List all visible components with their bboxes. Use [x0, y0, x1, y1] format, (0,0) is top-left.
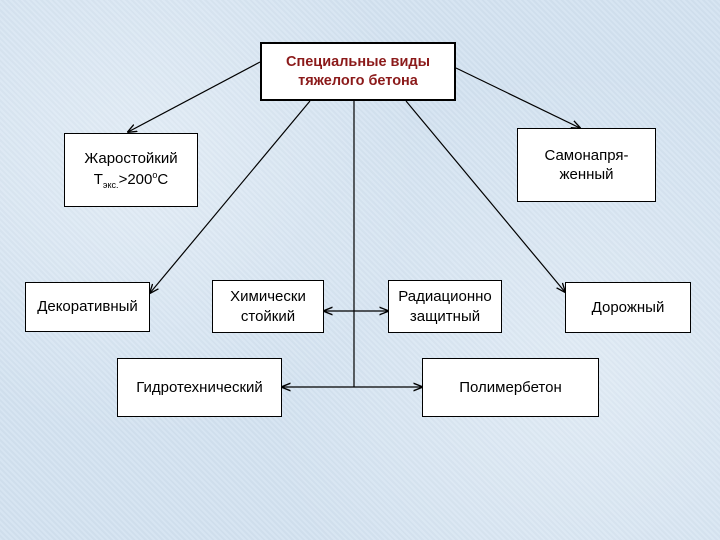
chemical-line-1: Химически [230, 288, 306, 305]
arrow-to-heat-resistant [128, 61, 261, 132]
decorative-label: Декоративный [37, 298, 138, 316]
node-self-stressing: Самонапря- женный [517, 128, 656, 202]
heat-resistant-label: Жаростойкий [84, 149, 178, 167]
root-line-1: Специальные виды [286, 53, 430, 70]
arrow-to-decorative [150, 100, 311, 293]
self-stressing-line-2: женный [559, 166, 614, 183]
polymer-label: Полимербетон [459, 378, 562, 396]
self-stressing-line-1: Самонапря- [544, 146, 629, 164]
root-line-2: тяжелого бетона [298, 72, 418, 89]
node-radiation: Радиационно защитный [388, 280, 502, 333]
node-heat-resistant: Жаростойкий Тэкс.>200оС [64, 133, 198, 207]
root-node: Специальные виды тяжелого бетона [260, 42, 456, 101]
node-hydro: Гидротехнический [117, 358, 282, 417]
arrow-to-road [405, 100, 565, 292]
arrow-to-self-stressing [455, 67, 580, 128]
chemical-line-2: стойкий [240, 307, 296, 325]
node-road: Дорожный [565, 282, 691, 333]
hydro-label: Гидротехнический [136, 378, 263, 396]
node-polymer: Полимербетон [422, 358, 599, 417]
road-label: Дорожный [591, 298, 665, 316]
node-chemical: Химически стойкий [212, 280, 324, 333]
node-decorative: Декоративный [25, 282, 150, 332]
radiation-line-1: Радиационно [398, 288, 492, 305]
radiation-line-2: защитный [409, 307, 481, 325]
heat-resistant-temp: Тэкс.>200оС [93, 170, 169, 191]
